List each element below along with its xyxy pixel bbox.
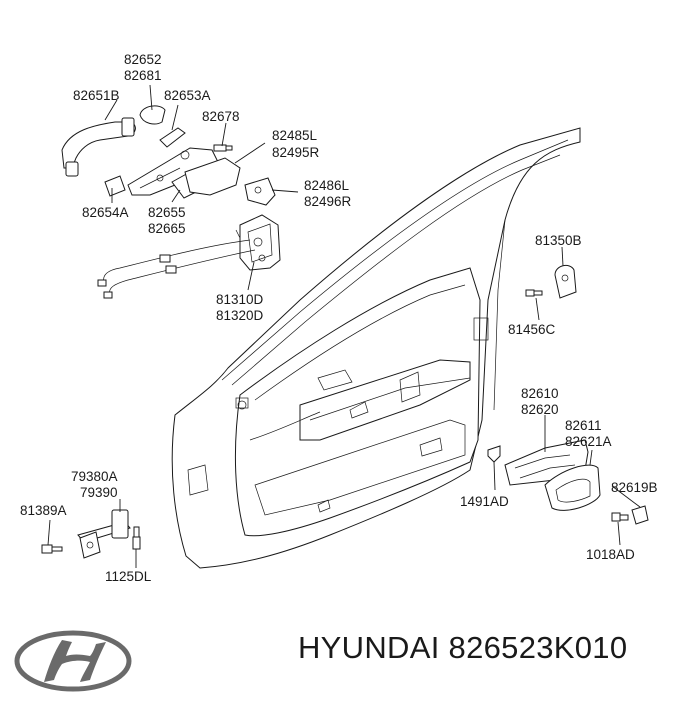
clip-1491AD bbox=[487, 445, 501, 463]
label-81456C: 81456C bbox=[508, 322, 556, 337]
label-82485L: 82485L bbox=[272, 128, 318, 143]
screw-1018AD bbox=[611, 512, 629, 522]
door-latch bbox=[235, 214, 281, 271]
label-1125DL: 1125DL bbox=[105, 569, 152, 584]
label-82681: 82681 bbox=[124, 68, 162, 83]
label-82611: 82611 bbox=[565, 418, 602, 433]
label-82655: 82655 bbox=[148, 205, 186, 220]
label-81310D: 81310D bbox=[216, 292, 264, 307]
label-82621A: 82621A bbox=[565, 434, 612, 449]
label-82610: 82610 bbox=[521, 386, 559, 401]
label-1018AD: 1018AD bbox=[586, 547, 635, 562]
label-82654A: 82654A bbox=[82, 205, 129, 220]
striker-bolt bbox=[525, 289, 543, 297]
label-82653A: 82653A bbox=[164, 88, 211, 103]
check-bolt-81389A bbox=[41, 544, 63, 554]
rod-holder bbox=[244, 177, 276, 206]
outside-handle bbox=[61, 117, 136, 177]
label-82652: 82652 bbox=[124, 52, 162, 67]
hyundai-logo bbox=[14, 630, 132, 692]
label-82665: 82665 bbox=[148, 221, 186, 236]
label-82619B: 82619B bbox=[611, 480, 658, 495]
handle-gasket bbox=[159, 127, 186, 148]
label-82495R: 82495R bbox=[272, 145, 320, 160]
label-82678: 82678 bbox=[202, 109, 240, 124]
label-82651B: 82651B bbox=[73, 88, 120, 103]
screw-cap bbox=[631, 505, 649, 525]
inside-handle-bezel bbox=[544, 464, 601, 511]
label-79380A: 79380A bbox=[71, 469, 118, 484]
leader-lines bbox=[47, 84, 641, 568]
bracket-pad bbox=[104, 175, 126, 197]
brand-name: HYUNDAI bbox=[298, 630, 440, 665]
label-81389A: 81389A bbox=[20, 503, 67, 518]
part-number: 826523K010 bbox=[448, 630, 628, 665]
label-81320D: 81320D bbox=[216, 308, 264, 323]
door-check bbox=[77, 509, 131, 559]
screw-82678 bbox=[213, 144, 233, 152]
latch-cables bbox=[97, 239, 256, 299]
part-labels: 82652 82681 82651B 82653A 82678 82485L 8… bbox=[20, 52, 658, 584]
striker bbox=[554, 264, 577, 299]
label-82496R: 82496R bbox=[304, 194, 352, 209]
door-panel bbox=[171, 127, 581, 569]
check-bolt-1125DL bbox=[132, 526, 141, 550]
latch-cover bbox=[184, 157, 241, 196]
footer-caption: HYUNDAI 826523K010 bbox=[298, 630, 627, 666]
handle-cap bbox=[139, 105, 166, 125]
label-82620: 82620 bbox=[521, 402, 559, 417]
label-82486L: 82486L bbox=[304, 178, 350, 193]
label-81350B: 81350B bbox=[535, 233, 582, 248]
label-79390: 79390 bbox=[80, 485, 118, 500]
label-1491AD: 1491AD bbox=[460, 494, 509, 509]
